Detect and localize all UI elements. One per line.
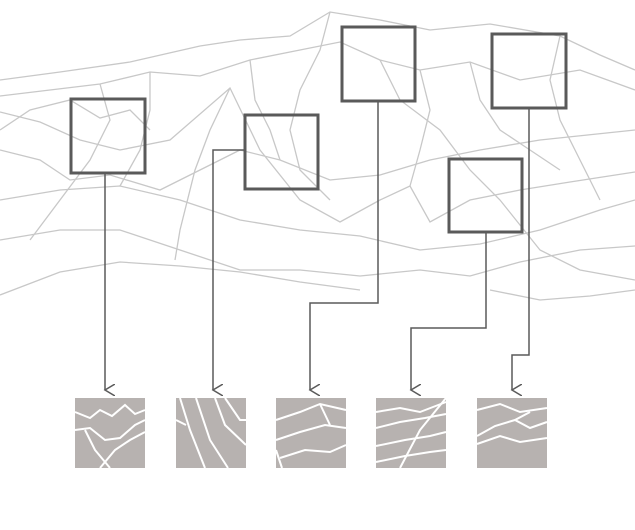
arrow-2 <box>213 149 245 390</box>
arrow-3 <box>310 101 379 390</box>
terrain-ridge <box>0 185 635 251</box>
terrain-ridge <box>379 59 635 281</box>
terrain-ridge <box>29 83 111 241</box>
sample-boxes <box>69 25 568 234</box>
sample-tile-5 <box>476 398 548 468</box>
sample-box-5 <box>447 157 524 234</box>
sample-box-2 <box>243 113 320 191</box>
sample-tile-1 <box>74 398 146 469</box>
sample-box-3 <box>340 25 417 103</box>
sample-tile-3 <box>275 398 347 469</box>
terrain-ridge <box>0 229 635 277</box>
terrain-ridge <box>0 41 635 97</box>
terrain-ridge <box>0 129 635 191</box>
terrain-ridge <box>0 261 361 296</box>
sample-tile-2 <box>175 397 247 469</box>
sample-tiles <box>74 397 548 469</box>
terrain-ridge <box>489 289 635 301</box>
arrows <box>105 101 530 390</box>
terrain-ridge <box>174 87 231 261</box>
sample-box-4 <box>490 32 568 110</box>
terrain-ridge <box>0 99 151 131</box>
terrain-lines <box>0 11 635 301</box>
terrain-ridge <box>549 35 601 201</box>
terrain-ridge <box>469 61 561 171</box>
sample-tile-4 <box>375 397 447 469</box>
arrow-5 <box>512 108 530 390</box>
sample-box-1 <box>69 97 147 175</box>
terrain-ridge <box>249 59 281 161</box>
terrain-ridge <box>289 11 331 201</box>
arrow-4 <box>411 232 487 390</box>
terrain-ridge <box>409 69 431 187</box>
